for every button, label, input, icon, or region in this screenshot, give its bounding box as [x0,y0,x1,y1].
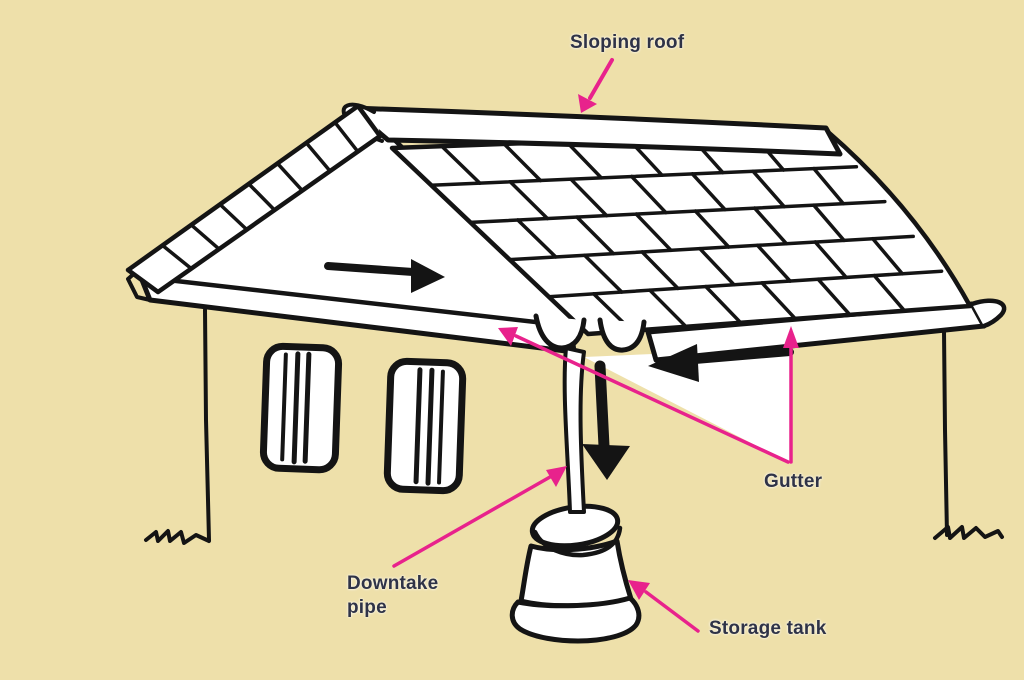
hip-tile-ticks [160,120,360,271]
wall-post-left [203,308,211,542]
roof-hip-band [125,103,383,295]
flow-arrow-right [324,259,445,293]
downtake-pipe [562,346,586,514]
downtake-pipe-label-line2: pipe [347,597,387,618]
grass-left [144,529,211,545]
callout-arrow-downtake-pipe [392,466,567,568]
downtake-pipe-label: Downtake pipe [347,572,438,620]
callout-arrow-storage-tank [628,580,700,633]
gutter-label: Gutter [764,471,823,492]
storage-tank [509,503,642,644]
window-right [383,357,467,495]
callout-arrow-gutter-left [498,327,790,464]
window-left [259,342,343,474]
roof-tile-grid [429,132,944,333]
grass-right [933,525,1004,540]
flow-arrow-down [582,360,630,480]
sloping-roof-label: Sloping roof [570,32,685,53]
storage-tank-label: Storage tank [709,618,827,639]
wall-post-right [942,329,949,537]
callout-arrow-gutter-right [783,326,799,464]
flow-arrow-left [648,344,794,382]
downtake-pipe-label-line1: Downtake [347,573,439,594]
roof-tiled-face [389,129,973,337]
front-wall [584,348,792,464]
funnel [533,313,647,353]
callout-arrow-sloping-roof [578,58,614,113]
